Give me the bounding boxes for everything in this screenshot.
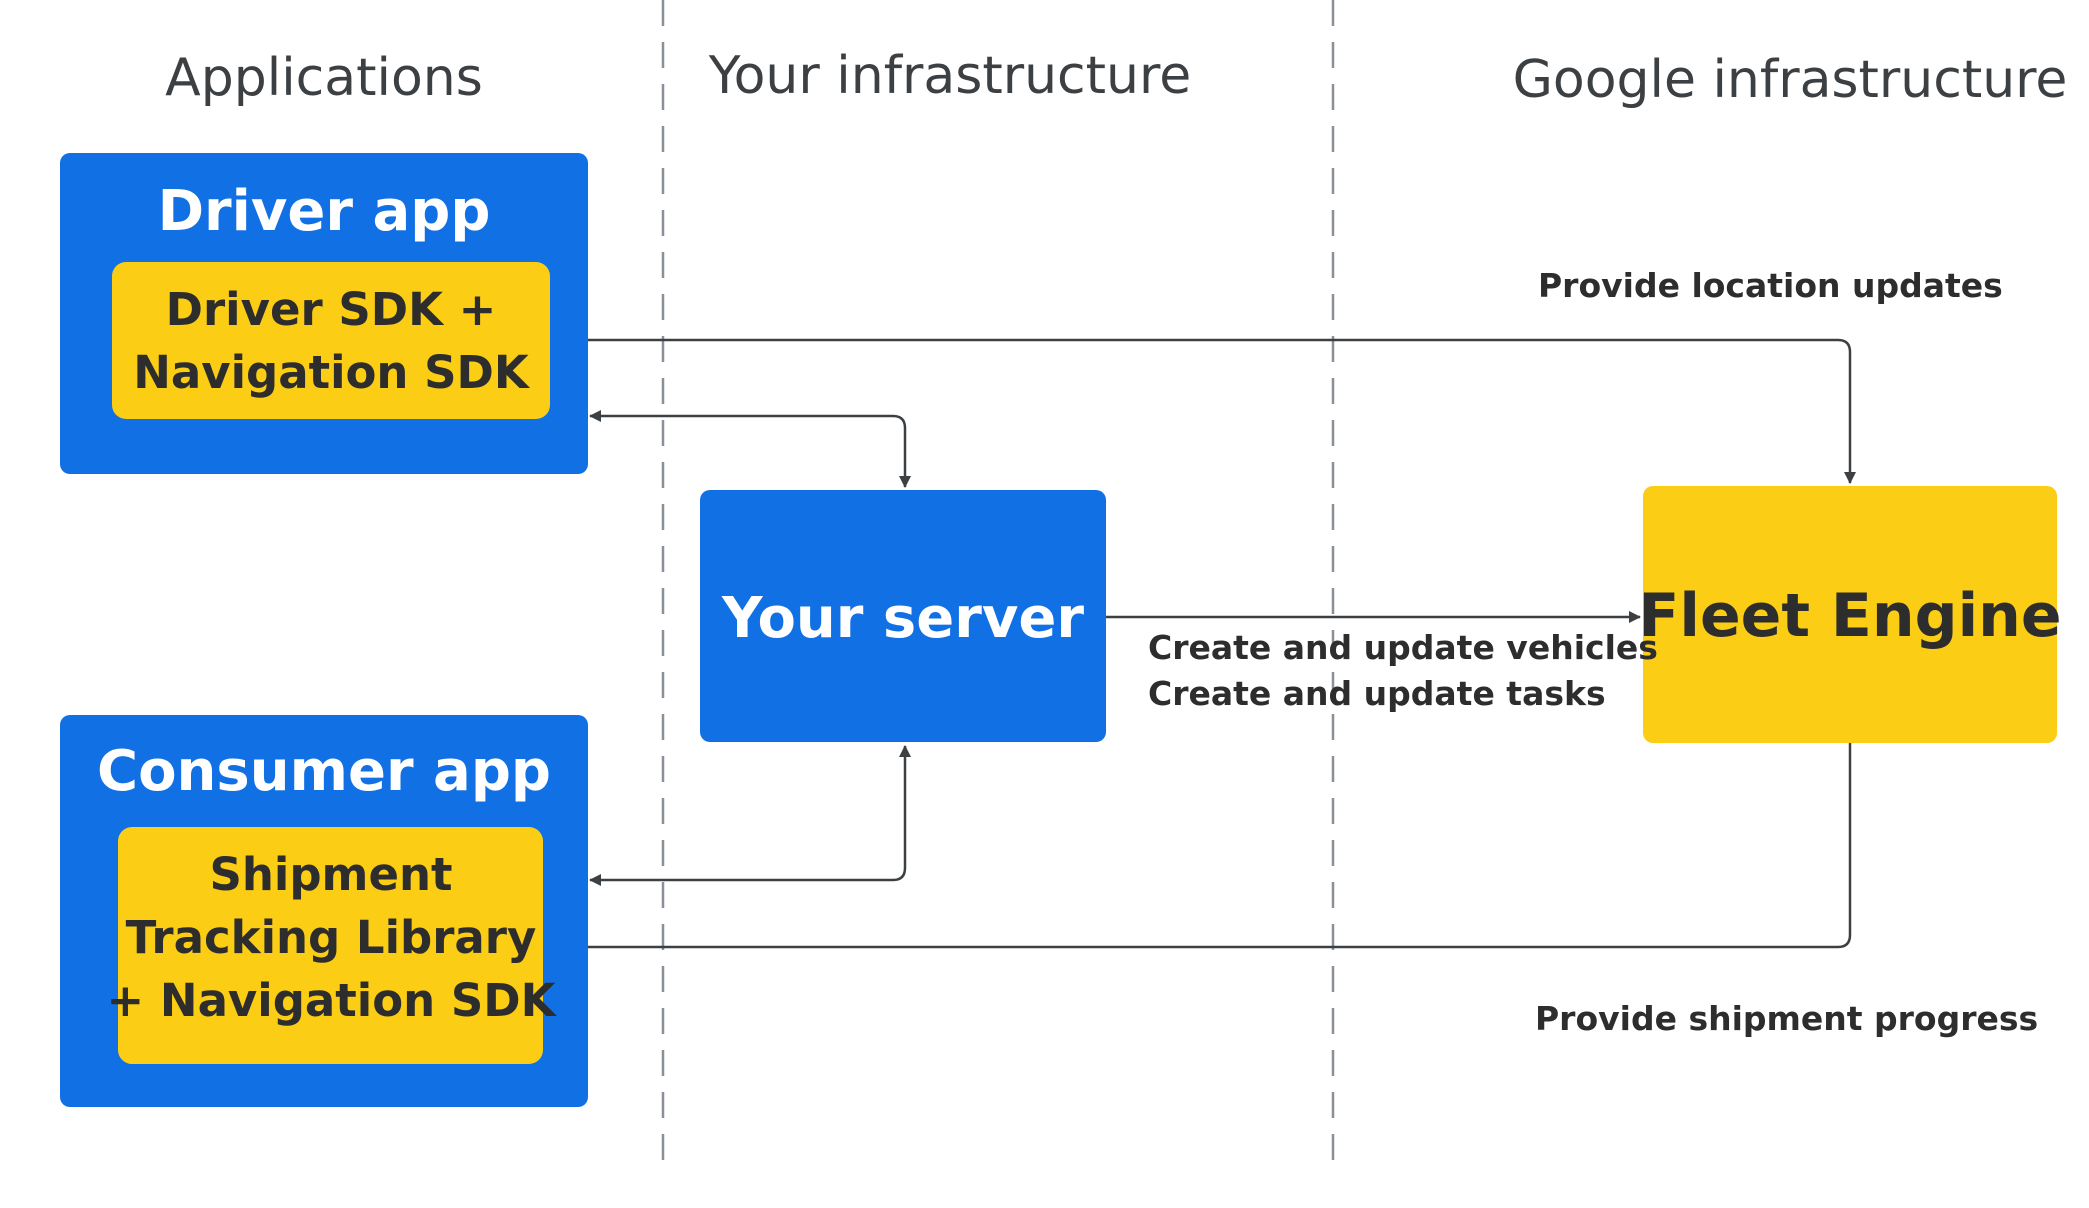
column-title-applications: Applications xyxy=(165,48,483,108)
shipment-library-label-line3: + Navigation SDK xyxy=(107,974,558,1027)
driver-app-title: Driver app xyxy=(158,179,491,244)
fleet-engine-title: Fleet Engine xyxy=(1638,581,2061,651)
consumer-app-title: Consumer app xyxy=(97,739,551,804)
driver-sdk-label-line1: Driver SDK + xyxy=(166,283,497,336)
label-create-update-vehicles: Create and update vehicles xyxy=(1148,628,1658,667)
shipment-library-label-line1: Shipment xyxy=(209,848,452,901)
your-server-box xyxy=(700,490,1106,742)
connector-consumer-server xyxy=(589,745,911,886)
your-server-title: Your server xyxy=(721,586,1084,651)
connector-location-updates xyxy=(552,334,1856,484)
column-title-your-infrastructure: Your infrastructure xyxy=(708,46,1191,106)
driver-sdk-box xyxy=(112,262,550,419)
shipment-library-label-line2: Tracking Library xyxy=(126,911,537,964)
fleet-engine-box xyxy=(1643,486,2057,743)
column-title-google-infrastructure: Google infrastructure xyxy=(1513,50,2068,110)
label-provide-shipment-progress: Provide shipment progress xyxy=(1535,999,2038,1038)
shipment-tracking-library-box xyxy=(118,827,543,1064)
connector-driver-server xyxy=(589,410,911,488)
label-create-update-tasks: Create and update tasks xyxy=(1148,674,1606,713)
driver-sdk-label-line2: Navigation SDK xyxy=(133,346,531,399)
connector-shipment-progress xyxy=(544,743,1852,953)
label-provide-location-updates: Provide location updates xyxy=(1538,266,2003,305)
